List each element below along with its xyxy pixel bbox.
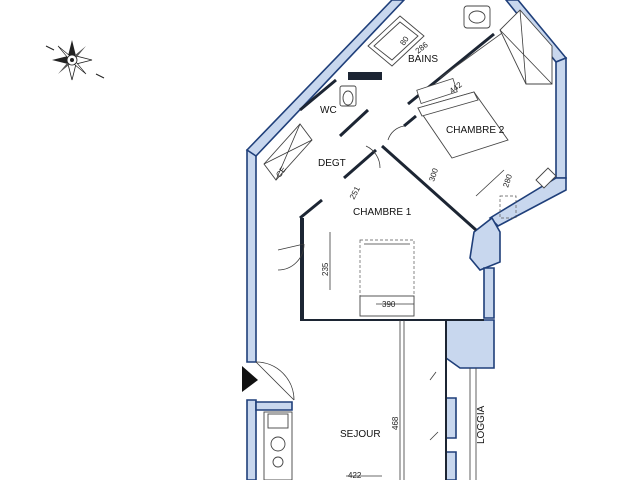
- dim-sejour-width: 422: [348, 471, 362, 480]
- room-label-wc: WC: [320, 105, 337, 116]
- dim-ch2-depth: 280: [501, 173, 514, 189]
- bathtub-fixture: [367, 15, 425, 67]
- room-label-bains: BAINS: [408, 54, 438, 65]
- closet-fixture: [263, 123, 313, 181]
- door-swings: [255, 125, 405, 401]
- dim-ch1-width: 390: [382, 300, 396, 309]
- dimension-lines: [329, 169, 505, 477]
- dim-ch2-diag: 300: [427, 167, 440, 183]
- room-label-loggia: LOGGIA: [476, 405, 487, 444]
- bed-chambre1: [359, 239, 415, 317]
- dim-ch1-height: 235: [321, 262, 330, 276]
- loggia-glazing: [399, 320, 477, 480]
- bed-chambre2: [416, 77, 509, 159]
- sink-fixture: [463, 5, 491, 29]
- interior-walls: [299, 19, 521, 480]
- compass-rose-icon: [45, 40, 105, 81]
- room-label-sejour: SEJOUR: [340, 429, 381, 440]
- dim-sejour-height: 468: [391, 416, 400, 430]
- dim-ch1-diag: 251: [348, 184, 362, 200]
- toilet-fixture: [339, 72, 382, 107]
- room-label-chambre2: CHAMBRE 2: [446, 125, 505, 136]
- wardrobe-chambre2: [499, 167, 557, 219]
- room-label-chambre1: CHAMBRE 1: [353, 207, 412, 218]
- shower-fixture: [499, 9, 553, 85]
- room-label-degt: DEGT: [318, 158, 346, 169]
- kitchen-counter: [263, 411, 293, 480]
- entrance-arrow-icon: [242, 366, 258, 392]
